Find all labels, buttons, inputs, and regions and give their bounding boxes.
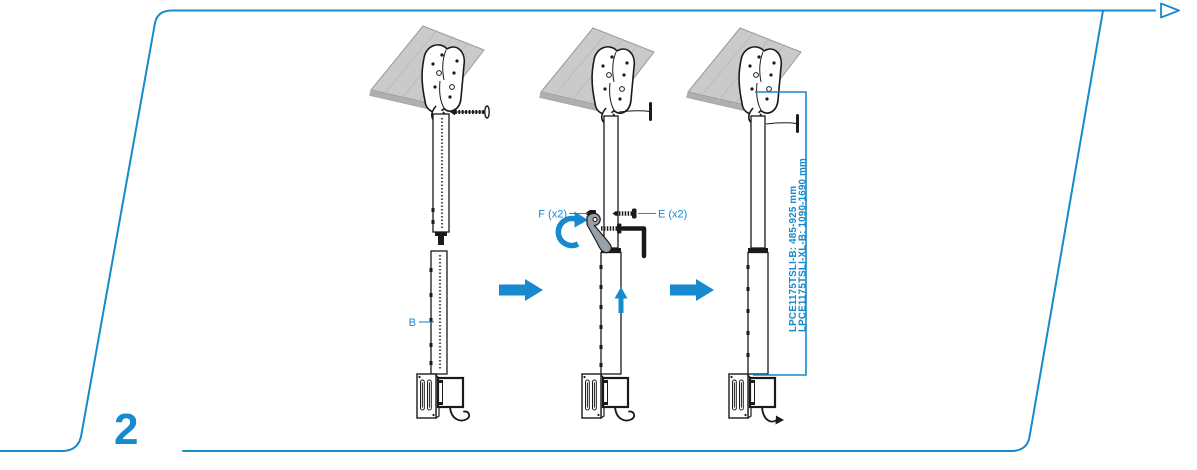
page-border xyxy=(0,9,1156,452)
height-dimension: LPCE1175TSLI-B: 485-925 mm LPCE1175TSLI-… xyxy=(753,91,809,376)
slide-up-arrow-icon xyxy=(614,287,628,313)
wall-mount-base xyxy=(727,372,784,425)
locking-pin xyxy=(618,102,652,121)
bolt-e-second xyxy=(601,223,622,234)
bolt-e xyxy=(612,208,637,219)
part-b-label: B xyxy=(409,317,416,329)
outer-pole xyxy=(599,251,622,375)
cable xyxy=(614,406,636,422)
solar-panel-assembly xyxy=(685,27,802,125)
step-1-illustration: B xyxy=(368,25,490,422)
wall-mount-base xyxy=(580,372,636,422)
adjustment-screw xyxy=(450,105,490,119)
outer-pole xyxy=(746,251,769,375)
step-3-illustration xyxy=(685,27,802,425)
upper-pole xyxy=(431,113,450,245)
rotate-arrow-icon xyxy=(555,211,588,249)
pole-collar xyxy=(748,248,768,253)
solar-panel-assembly xyxy=(368,25,485,123)
dimension-range-b: LPCE1175TSLI-B: 485-925 mm xyxy=(788,186,799,332)
inner-pole xyxy=(750,115,766,249)
pole-extension-b xyxy=(429,250,448,375)
part-f-label: F (x2) xyxy=(538,209,567,221)
step-2-illustration: F (x2) E (x2) xyxy=(538,27,687,422)
solar-panel-assembly xyxy=(538,27,655,125)
cable xyxy=(449,406,471,422)
part-e-label: E (x2) xyxy=(658,209,687,221)
locking-pin xyxy=(765,114,799,133)
lever-pivot xyxy=(592,217,598,222)
step-number: 2 xyxy=(114,405,138,454)
cable xyxy=(761,406,779,423)
next-step-arrow-icon xyxy=(499,279,543,301)
clamp-lever xyxy=(586,212,612,254)
page-continue-arrow-icon xyxy=(1160,2,1180,19)
allen-key xyxy=(620,226,647,259)
wall-mount-base xyxy=(415,372,471,422)
cable-arrow-icon xyxy=(775,415,784,425)
next-step-arrow-icon xyxy=(670,279,714,301)
dimension-range-xl: LPCE1175TSLI-XL-B: 1090-1690 mm xyxy=(798,158,809,332)
